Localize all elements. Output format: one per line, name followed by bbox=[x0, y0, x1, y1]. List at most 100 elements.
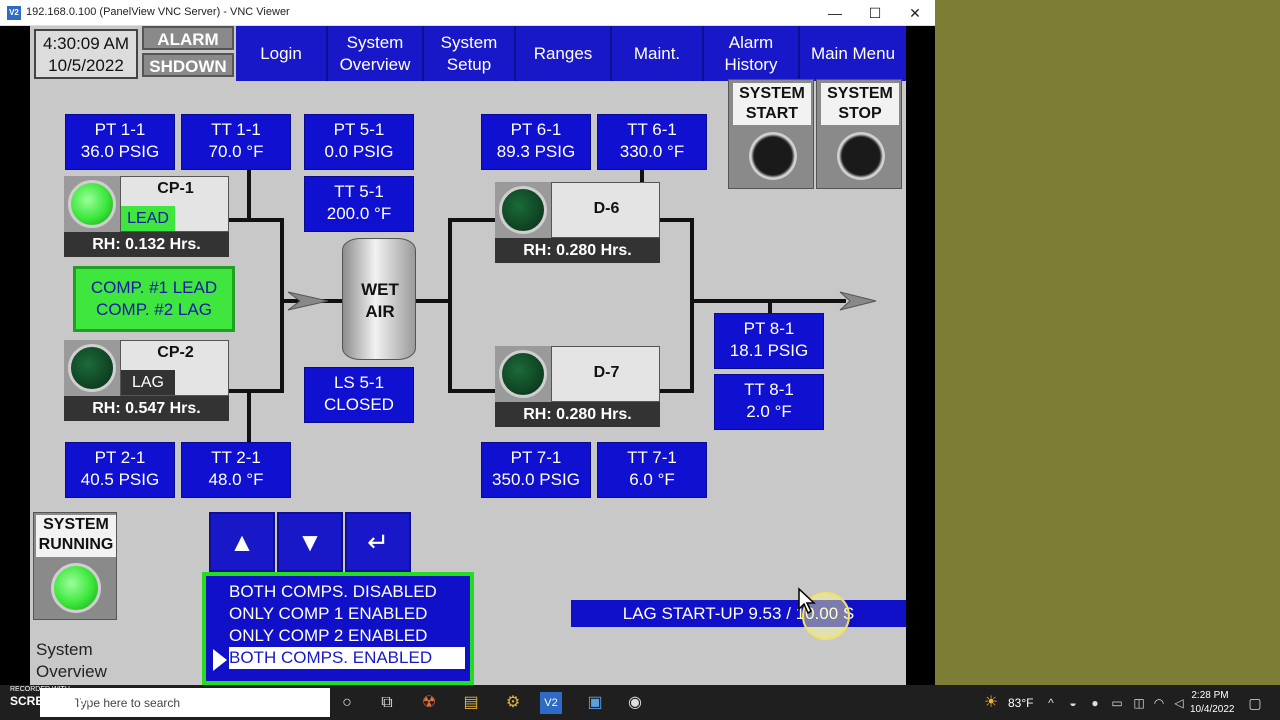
system-start-button[interactable]: SYSTEM START bbox=[728, 79, 814, 189]
mode-item[interactable]: BOTH COMPS. DISABLED bbox=[229, 582, 437, 601]
nav-login-button[interactable]: Login bbox=[236, 26, 328, 81]
d-7-namebox: D-7 bbox=[551, 346, 660, 402]
alarm-indicator[interactable]: ALARM bbox=[142, 26, 234, 50]
show-hidden-icons-icon[interactable]: ^ bbox=[1048, 696, 1054, 710]
lead-lag-indicator[interactable]: COMP. #1 LEAD COMP. #2 LAG bbox=[73, 266, 235, 332]
nav-ranges-button[interactable]: Ranges bbox=[516, 26, 612, 81]
nav-label: System Overview bbox=[339, 32, 411, 74]
dryer-d-7[interactable]: D-7 RH: 0.280 Hrs. bbox=[495, 346, 660, 428]
maximize-icon[interactable]: ☐ bbox=[868, 5, 882, 21]
display-icon[interactable]: ◫ bbox=[1133, 696, 1145, 710]
indicator-lamp-icon bbox=[68, 344, 116, 392]
cortana-icon[interactable]: ○ bbox=[342, 694, 352, 711]
compressor-cp-2[interactable]: CP-2 LAG RH: 0.547 Hrs. bbox=[64, 340, 229, 422]
windows-taskbar: Type here to search RECORDED WITH SCREEN… bbox=[0, 685, 1280, 720]
vnc-viewer-taskbar-icon[interactable]: V2 bbox=[540, 692, 562, 714]
minimize-icon[interactable]: — bbox=[828, 5, 842, 21]
label-line: System bbox=[36, 640, 93, 659]
mouse-cursor-icon bbox=[798, 587, 816, 615]
d-6-namebox: D-6 bbox=[551, 182, 660, 238]
nav-label: System Setup bbox=[440, 32, 498, 74]
window-title: 192.168.0.100 (PanelView VNC Server) - V… bbox=[26, 6, 290, 18]
compressor-cp-1[interactable]: CP-1 LEAD RH: 0.132 Hrs. bbox=[64, 176, 229, 258]
recorded-with-label: RECORDED WITH bbox=[10, 686, 70, 693]
system-stop-button[interactable]: SYSTEM STOP bbox=[816, 79, 902, 189]
enter-button[interactable]: ↵ bbox=[345, 512, 411, 572]
tag-name: TT 8-1 bbox=[744, 380, 794, 399]
tag-name: PT 6-1 bbox=[510, 120, 562, 139]
label-line: START bbox=[745, 105, 799, 122]
label-line: RUNNING bbox=[38, 536, 114, 553]
weather-temperature: 83°F bbox=[1008, 696, 1034, 710]
tag-name: LS 5-1 bbox=[333, 373, 385, 392]
tank-label: WET AIR bbox=[343, 279, 417, 323]
lead-lag-line: COMP. #2 LAG bbox=[96, 300, 212, 319]
taskbar-date: 10/4/2022 bbox=[1190, 704, 1235, 715]
nav-label: Alarm History bbox=[724, 32, 778, 74]
shutdown-indicator[interactable]: SHDOWN bbox=[142, 53, 234, 77]
app-icon[interactable]: ⚙ bbox=[505, 694, 521, 711]
nav-main-menu-button[interactable]: Main Menu bbox=[810, 43, 896, 63]
compressor-mode-list[interactable]: BOTH COMPS. DISABLED ONLY COMP 1 ENABLED… bbox=[202, 572, 474, 685]
task-view-icon[interactable]: ⧉ bbox=[381, 694, 393, 711]
pushbutton-icon[interactable] bbox=[837, 132, 885, 180]
taskbar-search[interactable]: Type here to search bbox=[40, 688, 330, 717]
tag-name: TT 7-1 bbox=[627, 448, 677, 467]
running-lamp-icon bbox=[51, 563, 101, 613]
arrow-up-button[interactable]: ▲ bbox=[209, 512, 275, 572]
label-line: Overview bbox=[36, 662, 107, 681]
screen-name-label: System Overview bbox=[36, 639, 107, 683]
wet-air-tank: WET AIR bbox=[342, 238, 416, 360]
arrow-down-button[interactable]: ▼ bbox=[277, 512, 343, 572]
tag-name: TT 6-1 bbox=[627, 120, 677, 139]
mode-item[interactable]: ONLY COMP 1 ENABLED bbox=[229, 604, 428, 623]
d-6-light bbox=[495, 182, 551, 238]
nav-maintenance-button[interactable]: Maint. bbox=[612, 26, 704, 81]
tag-value: 40.5 PSIG bbox=[80, 470, 160, 489]
nav-alarm-history-button[interactable]: Alarm History bbox=[704, 26, 800, 81]
tag-value: 18.1 PSIG bbox=[729, 341, 809, 360]
file-explorer-icon[interactable]: ▤ bbox=[463, 694, 479, 711]
tag-value: 350.0 PSIG bbox=[492, 470, 580, 489]
microphone-icon[interactable]: ● bbox=[1091, 696, 1099, 710]
wifi-icon[interactable]: ◠ bbox=[1153, 696, 1165, 710]
screencast-watermark: SCREENCAST bbox=[10, 694, 93, 708]
dryer-d-6[interactable]: D-6 RH: 0.280 Hrs. bbox=[495, 182, 660, 264]
tag-value: 200.0 °F bbox=[326, 204, 392, 223]
indicator-lamp-icon bbox=[499, 350, 547, 398]
network-icon[interactable]: ◒ bbox=[1069, 696, 1077, 710]
tag-tt-8-1[interactable]: TT 8-1 2.0 °F bbox=[714, 374, 824, 430]
tag-name: TT 5-1 bbox=[334, 182, 384, 201]
mode-item[interactable]: ONLY COMP 2 ENABLED bbox=[229, 626, 428, 645]
close-icon[interactable]: ✕ bbox=[909, 5, 921, 21]
pushbutton-icon[interactable] bbox=[749, 132, 797, 180]
weather-icon[interactable]: ☀ bbox=[983, 694, 999, 711]
notifications-icon[interactable]: ▢ bbox=[1248, 695, 1262, 711]
mode-item-selected[interactable]: BOTH COMPS. ENABLED bbox=[229, 647, 465, 669]
tag-name: PT 5-1 bbox=[333, 120, 385, 139]
taskbar-clock[interactable]: 2:28 PM 10/4/2022 bbox=[1190, 689, 1235, 717]
nav-system-setup-button[interactable]: System Setup bbox=[424, 26, 516, 81]
clock-display: 4:30:09 AM 10/5/2022 bbox=[34, 29, 138, 79]
device-icon[interactable]: ▭ bbox=[1111, 696, 1123, 710]
media-icon[interactable]: ◉ bbox=[628, 694, 642, 711]
nav-system-overview-button[interactable]: System Overview bbox=[328, 26, 424, 81]
photos-icon[interactable]: ▣ bbox=[587, 694, 603, 711]
clock-time: 4:30:09 AM bbox=[42, 34, 129, 53]
tag-tt-5-1[interactable]: TT 5-1 200.0 °F bbox=[304, 176, 414, 232]
tag-value: 2.0 °F bbox=[746, 402, 792, 421]
volume-icon[interactable]: ◁ bbox=[1174, 696, 1184, 710]
label-line: SYSTEM bbox=[739, 85, 805, 102]
app-icon[interactable]: ☢ bbox=[421, 694, 437, 711]
